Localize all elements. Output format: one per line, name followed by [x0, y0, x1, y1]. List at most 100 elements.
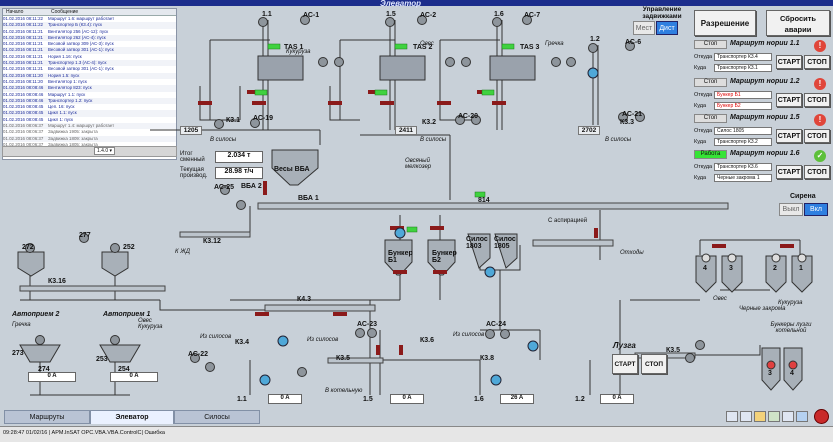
route-from-select[interactable]: Бункер Б1: [714, 91, 772, 99]
motor-icon[interactable]: [79, 233, 89, 243]
route-stop-button[interactable]: СТОП: [804, 93, 830, 107]
motor-icon[interactable]: [236, 200, 246, 210]
route-stop-button[interactable]: СТОП: [804, 129, 830, 143]
motor-icon[interactable]: [214, 119, 224, 129]
route-start-button[interactable]: СТАРТ: [776, 93, 802, 107]
log-col-start[interactable]: Начало: [6, 9, 24, 15]
route-from-select[interactable]: Транспортер К3.4: [714, 53, 772, 61]
motor-icon[interactable]: [220, 185, 230, 195]
monitor-icon[interactable]: [726, 411, 738, 422]
motor-icon[interactable]: [355, 328, 365, 338]
motor-icon[interactable]: [471, 115, 481, 125]
motor-icon[interactable]: [566, 57, 576, 67]
power-icon[interactable]: [814, 409, 829, 424]
bin-3: 3: [729, 265, 733, 272]
motor-icon[interactable]: [297, 367, 307, 377]
motor-icon[interactable]: [500, 329, 510, 339]
husk-start-button[interactable]: СТАРТ: [612, 354, 638, 374]
motor-icon[interactable]: [35, 335, 45, 345]
motor-icon[interactable]: [250, 118, 260, 128]
motor-icon[interactable]: [551, 57, 561, 67]
motor-icon[interactable]: [385, 17, 395, 27]
motor-icon[interactable]: [485, 329, 495, 339]
motor-icon[interactable]: [417, 15, 427, 25]
route-start-button[interactable]: СТАРТ: [776, 165, 802, 179]
route-start-button[interactable]: СТАРТ: [776, 129, 802, 143]
motor-icon[interactable]: [618, 112, 628, 122]
permit-button[interactable]: Разрешение: [694, 10, 756, 36]
motor-icon[interactable]: [445, 57, 455, 67]
motor-icon[interactable]: [455, 115, 465, 125]
folder-icon[interactable]: [754, 411, 766, 422]
route-to-select[interactable]: Черные закрома 1: [714, 174, 772, 182]
motor-icon[interactable]: [258, 17, 268, 27]
tab-elevator[interactable]: Элеватор: [90, 410, 174, 424]
motor-icon[interactable]: [190, 353, 200, 363]
motor-icon[interactable]: [492, 17, 502, 27]
motor-icon[interactable]: [625, 41, 635, 51]
motor-icon[interactable]: [588, 43, 598, 53]
motor-icon[interactable]: [110, 335, 120, 345]
log-col-message[interactable]: Сообщение: [51, 9, 79, 15]
motor-icon[interactable]: [522, 15, 532, 25]
silo-2702[interactable]: 2702: [578, 126, 600, 135]
route-to-select[interactable]: Транспортер К3.1: [714, 64, 772, 72]
reset-alarms-button[interactable]: Сбросить аварии: [766, 10, 830, 36]
log-time: 01.02.2016 08:06:37: [3, 129, 44, 135]
silo-1205[interactable]: 1205: [180, 126, 202, 135]
window-icon[interactable]: [740, 411, 752, 422]
settings-icon[interactable]: [782, 411, 794, 422]
silo-2411[interactable]: 2411: [395, 126, 417, 135]
route-to-select[interactable]: Бункер Б2: [714, 102, 772, 110]
husk-stop-button[interactable]: СТОП: [641, 354, 667, 374]
log-time: 01.02.2016 08:08:45: [3, 104, 44, 110]
route-to-select[interactable]: Транспортер К3.2: [714, 138, 772, 146]
chart-icon[interactable]: [768, 411, 780, 422]
valve-local-button[interactable]: Мест: [633, 21, 655, 35]
motor-icon[interactable]: [685, 353, 695, 363]
motor-icon[interactable]: [695, 340, 705, 350]
log-zoom-select[interactable]: 1.4.0 ▾: [94, 147, 116, 155]
tab-silos[interactable]: Силосы: [174, 410, 260, 424]
siren-off-button[interactable]: Выкл: [779, 203, 803, 216]
motor-icon[interactable]: [110, 243, 120, 253]
tab-routes[interactable]: Маршруты: [4, 410, 90, 424]
motor-icon[interactable]: [300, 15, 310, 25]
route-from-select[interactable]: Силос 1805: [714, 127, 772, 135]
motor-icon[interactable]: [205, 362, 215, 372]
motor-icon[interactable]: [461, 57, 471, 67]
motor-icon[interactable]: [334, 57, 344, 67]
motor-icon[interactable]: [367, 328, 377, 338]
motor-icon[interactable]: [635, 112, 645, 122]
siren-on-button[interactable]: Вкл: [804, 203, 828, 216]
info-icon[interactable]: [796, 411, 808, 422]
route-stop-button[interactable]: СТОП: [804, 55, 830, 69]
route-stop-button[interactable]: СТОП: [804, 165, 830, 179]
motor-icon[interactable]: [318, 57, 328, 67]
route-from-select[interactable]: Транспортер К3.6: [714, 163, 772, 171]
valve-remote-button[interactable]: Дист: [656, 21, 678, 35]
motor-icon[interactable]: [25, 243, 35, 253]
route-start-button[interactable]: СТАРТ: [776, 55, 802, 69]
